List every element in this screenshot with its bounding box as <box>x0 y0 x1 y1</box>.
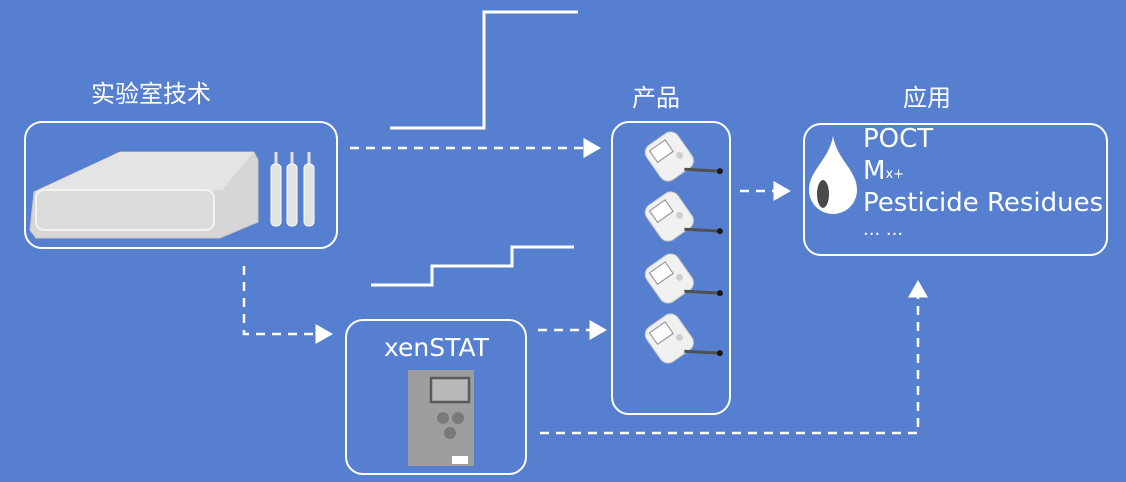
lab-tech-box <box>24 121 338 249</box>
lab-tech-title: 实验室技术 <box>91 80 211 108</box>
xenstat-device-icon <box>408 370 474 466</box>
xenstat-box <box>345 319 527 475</box>
step-line-upper <box>390 10 578 130</box>
application-metal-ions: Mx+ <box>863 155 1103 187</box>
applications-list: POCT Mx+ Pesticide Residues ... ... <box>863 123 1103 251</box>
step-line-lower <box>371 245 574 287</box>
metal-ion-base: M <box>863 156 886 186</box>
product-sensor-3 <box>644 253 723 304</box>
metal-ion-superscript: x+ <box>885 167 905 182</box>
product-sensor-4 <box>644 313 723 364</box>
applications-box <box>803 123 1108 256</box>
test-tubes-icon <box>270 152 315 227</box>
product-sensor-2 <box>644 191 723 242</box>
water-drop-icon <box>809 136 857 214</box>
products-box <box>611 121 731 415</box>
products-title: 产品 <box>632 84 680 112</box>
arrow-lab-to-xenstat <box>242 266 333 344</box>
product-sensor-1 <box>644 131 723 182</box>
xenstat-label: xenSTAT <box>384 333 489 362</box>
applications-title: 应用 <box>903 84 951 112</box>
application-more: ... ... <box>863 219 904 240</box>
application-pesticide: Pesticide Residues <box>863 188 1104 218</box>
lab-instrument-icon <box>29 151 259 239</box>
arrow-xenstat-to-applications <box>540 280 928 435</box>
application-poct: POCT <box>863 124 934 154</box>
